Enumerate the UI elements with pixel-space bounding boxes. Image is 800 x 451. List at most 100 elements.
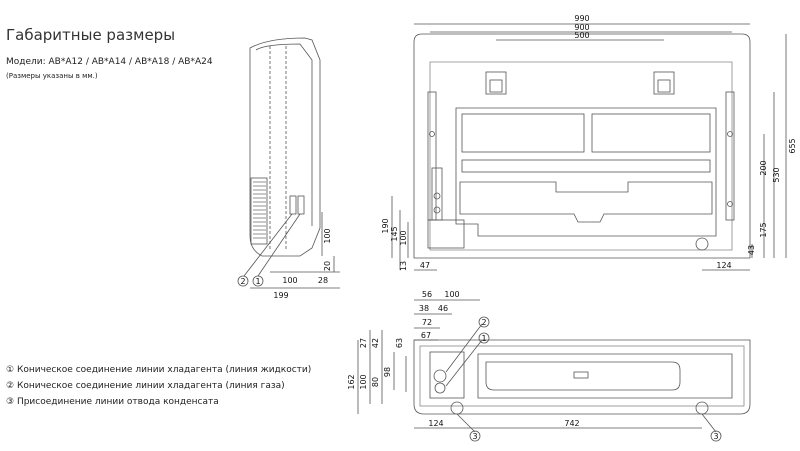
dim-bottom-h98: 98 — [383, 367, 392, 377]
front-pipe-circle — [433, 192, 441, 200]
dim-bottom-h63: 63 — [395, 338, 404, 348]
side-marker-2 — [237, 275, 249, 287]
dim-bottom-h162: 162 — [347, 374, 356, 389]
bottom-pipe-gas — [433, 369, 447, 383]
hanger-plate-left — [489, 79, 503, 93]
dim-front-w124: 124 — [716, 261, 731, 270]
side-view — [237, 37, 340, 289]
dim-side-w28: 28 — [318, 276, 328, 285]
dim-bottom-h80: 80 — [371, 377, 380, 387]
bottom-drain-channel — [485, 361, 681, 391]
dim-front-h13: 13 — [399, 261, 408, 271]
side-leader-1 — [257, 213, 301, 277]
front-rail-left — [427, 91, 437, 221]
dim-front-w900: 900 — [574, 23, 589, 32]
hanger-bracket-left — [485, 71, 507, 95]
bottom-marker-2-label: 2 — [481, 318, 486, 327]
bottom-leader-2 — [445, 323, 483, 373]
bottom-drain-tray — [477, 353, 733, 399]
bottom-drain-slot — [573, 371, 589, 379]
dim-bottom-h42: 42 — [371, 338, 380, 348]
side-marker-1 — [252, 275, 264, 287]
bottom-view-body — [413, 339, 751, 415]
bottom-drain-left — [450, 401, 464, 415]
front-view — [391, 23, 787, 271]
bottom-leader-3-left — [456, 413, 476, 433]
dim-side-w100: 100 — [282, 276, 297, 285]
bottom-marker-1-label: 1 — [481, 334, 486, 343]
bottom-pipe-liquid — [434, 382, 446, 394]
legend-item-1: ① Коническое соединение линии хладагента… — [6, 365, 311, 375]
side-view-pipe — [297, 195, 305, 215]
dim-front-h43: 43 — [747, 245, 756, 255]
front-panel — [455, 107, 717, 237]
front-view-inner — [429, 61, 733, 251]
page-title: Габаритные размеры — [6, 26, 176, 44]
legend-text-3: Присоединение линии отвода конденсата — [16, 397, 219, 407]
mount-hole — [429, 131, 435, 137]
legend-item-3: ③ Присоединение линии отвода конденсата — [6, 397, 219, 407]
dim-front-h145: 145 — [390, 226, 399, 241]
legend-marker-2: ② — [6, 381, 17, 391]
legend-marker-3: ③ — [6, 397, 17, 407]
dim-bottom-w56: 56 — [422, 290, 432, 299]
units-note: (Размеры указаны в мм.) — [6, 72, 98, 80]
dim-bottom-h100: 100 — [359, 374, 368, 389]
models-label: Модели: AB*A12 / AB*A14 / AB*A18 / AB*A2… — [6, 57, 213, 67]
side-view-pipe — [289, 195, 297, 215]
bottom-marker-1 — [478, 332, 490, 344]
legend-item-2: ② Коническое соединение линии хладагента… — [6, 381, 285, 391]
front-pipe-circle — [433, 206, 441, 214]
bottom-view — [357, 299, 751, 442]
front-pipe-left — [431, 167, 443, 221]
side-marker-2-label: 2 — [240, 277, 245, 286]
dim-bottom-h27: 27 — [359, 338, 368, 348]
bottom-view-inner — [419, 345, 745, 407]
side-view-inner-line — [255, 43, 313, 226]
dim-bottom-w100: 100 — [444, 290, 459, 299]
hanger-plate-right — [657, 79, 671, 93]
legend-text-1: Коническое соединение линии хладагента (… — [16, 365, 312, 375]
side-view-grille — [250, 177, 268, 245]
bottom-marker-2 — [478, 316, 490, 328]
side-marker-1-label: 1 — [255, 277, 260, 286]
bottom-marker-3-right-label: 3 — [713, 432, 718, 441]
dim-bottom-w46: 46 — [438, 304, 448, 313]
bottom-marker-3-right — [710, 430, 722, 442]
dim-front-h530: 530 — [772, 167, 781, 182]
dim-bottom-w742: 742 — [564, 419, 579, 428]
dim-front-h655: 655 — [788, 138, 797, 153]
bottom-pipe-block — [429, 351, 465, 399]
dim-bottom-w38: 38 — [419, 304, 429, 313]
front-view-body — [413, 33, 751, 259]
bottom-leader-1 — [445, 339, 483, 387]
front-panel-slot — [461, 159, 711, 173]
bottom-drain-right — [695, 401, 709, 415]
legend-text-2: Коническое соединение линии хладагента (… — [16, 381, 285, 391]
mount-hole — [727, 201, 733, 207]
dim-front-h200: 200 — [759, 160, 768, 175]
hanger-bracket-right — [653, 71, 675, 95]
side-view-grille-slats — [253, 181, 266, 239]
front-drain-outlet — [695, 237, 709, 251]
dim-front-h190: 190 — [381, 218, 390, 233]
bottom-marker-3-left-label: 3 — [472, 432, 477, 441]
front-panel-drain — [459, 181, 713, 223]
dim-front-h175: 175 — [759, 222, 768, 237]
dim-front-w47: 47 — [420, 261, 430, 270]
dim-bottom-w124: 124 — [428, 419, 443, 428]
front-panel-window-left — [461, 113, 585, 153]
bottom-leader-3-right — [701, 413, 717, 433]
front-panel-window-right — [591, 113, 711, 153]
dim-side-w199: 199 — [273, 291, 288, 300]
dim-front-w990: 990 — [574, 14, 589, 23]
dim-front-w500: 500 — [574, 31, 589, 40]
front-rail-right — [725, 91, 735, 221]
side-leader-2 — [243, 213, 293, 277]
dim-front-h100: 100 — [399, 230, 408, 245]
mount-hole — [727, 131, 733, 137]
front-outlet-box — [427, 219, 465, 249]
legend-marker-1: ① — [6, 365, 17, 375]
bottom-marker-3-left — [469, 430, 481, 442]
